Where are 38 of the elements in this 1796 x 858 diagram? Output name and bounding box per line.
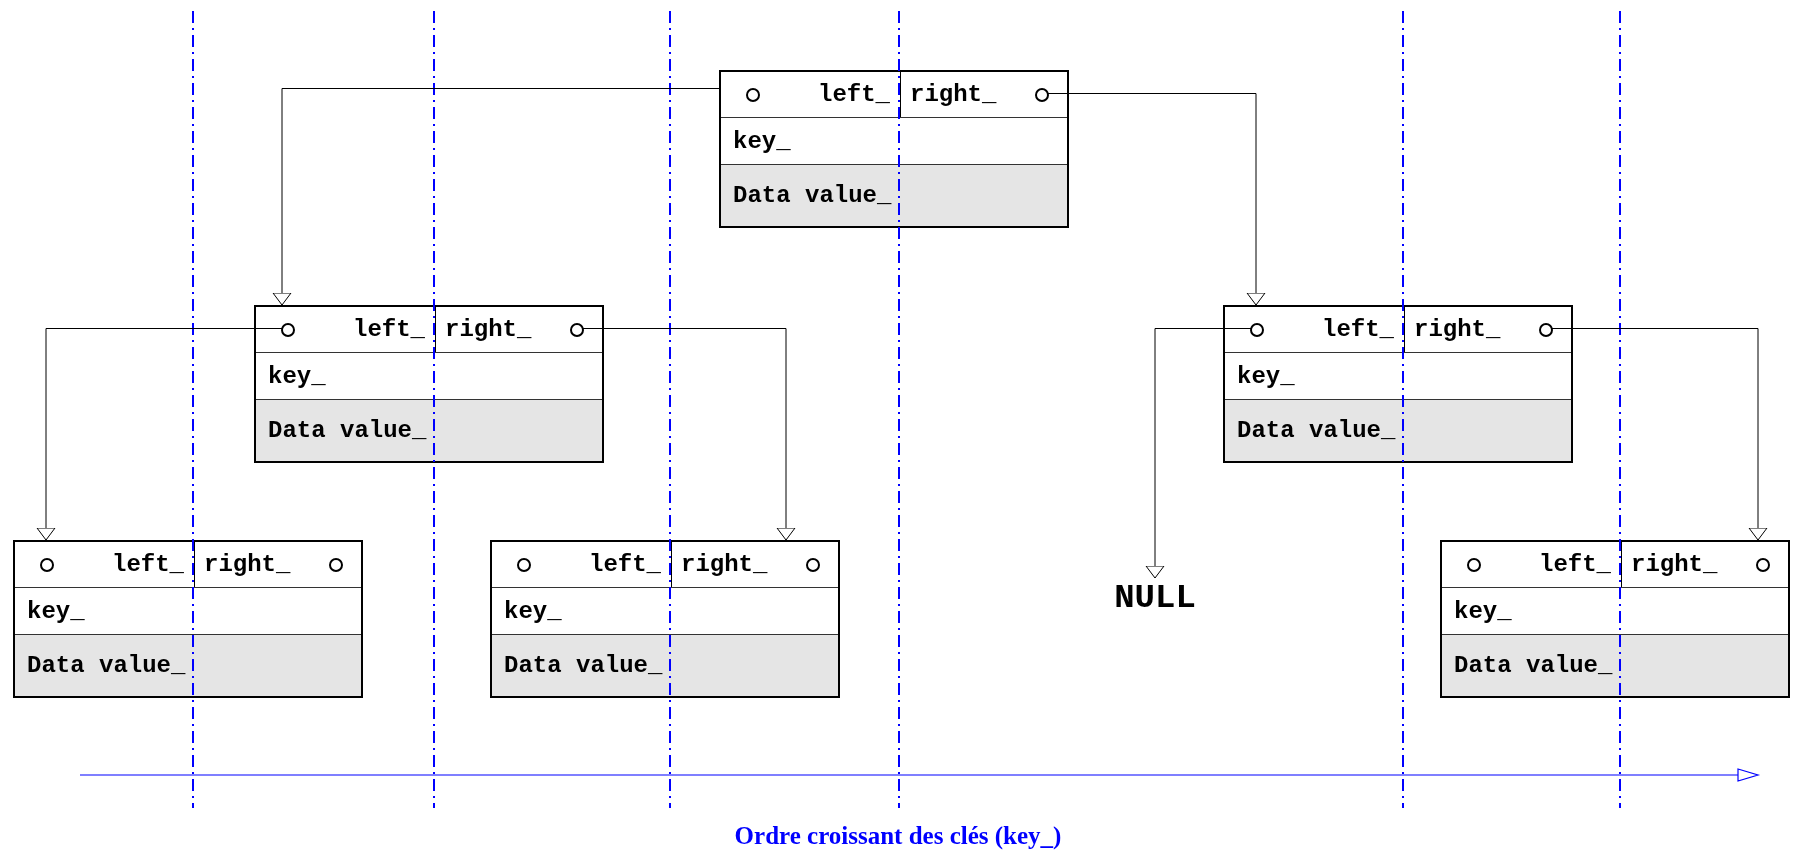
field-label: key_: [27, 597, 85, 625]
record-box: [254, 305, 604, 463]
pointer-field-label: left_: [1539, 550, 1611, 580]
field-label: key_: [733, 127, 791, 155]
field-label: key_: [268, 362, 326, 390]
pointer-field-label: right_: [681, 550, 768, 580]
pointer-field-label: left_: [112, 550, 184, 580]
pointer-field-label: right_: [204, 550, 291, 580]
pointer-arrow: [582, 328, 796, 541]
field-label: key_: [1237, 362, 1295, 390]
pointer-field-label: right_: [1631, 550, 1718, 580]
record-box: [13, 540, 363, 698]
field-label: Data value_: [268, 417, 427, 444]
axis-caption: Ordre croissant des clés (key_): [734, 822, 1062, 849]
pointer-field-label: right_: [1414, 315, 1501, 345]
field-label: Data value_: [504, 652, 663, 679]
pointer-arrow: [1551, 328, 1768, 541]
record-box: [719, 70, 1069, 228]
record-box: [1440, 540, 1790, 698]
pointer-field-label: right_: [445, 315, 532, 345]
record-box: [1223, 305, 1573, 463]
pointer-arrow: [272, 88, 720, 306]
field-label: Data value_: [1454, 652, 1613, 679]
field-label: key_: [1454, 597, 1512, 625]
pointer-arrow: [1145, 328, 1252, 579]
field-label: Data value_: [1237, 417, 1396, 444]
pointer-field-label: right_: [910, 80, 997, 110]
field-label: Data value_: [733, 182, 892, 209]
field-label: Data value_: [27, 652, 186, 679]
field-label: key_: [504, 597, 562, 625]
pointer-arrow: [36, 328, 283, 541]
pointer-arrow: [1047, 93, 1266, 306]
pointer-field-label: left_: [353, 315, 425, 345]
record-box: [490, 540, 840, 698]
pointer-field-label: left_: [589, 550, 661, 580]
pointer-field-label: left_: [1322, 315, 1394, 345]
null-label: NULL: [1105, 578, 1205, 618]
pointer-field-label: left_: [818, 80, 890, 110]
